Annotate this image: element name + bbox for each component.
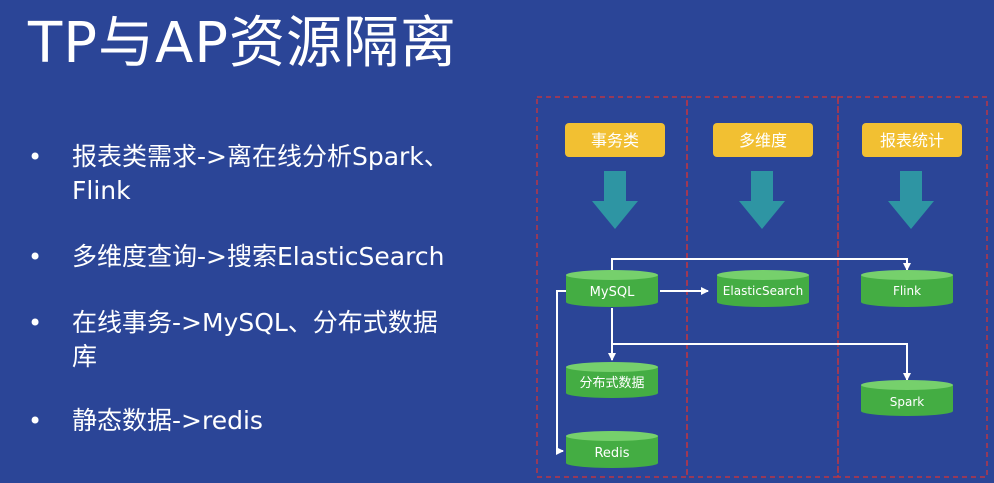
bullet-dot: • xyxy=(28,243,43,271)
down-arrow-icon xyxy=(888,171,934,229)
bullet-text: 多维度查询->搜索ElasticSearch xyxy=(72,240,498,274)
database-icon: Redis xyxy=(566,431,658,468)
node-flink: Flink xyxy=(893,284,921,298)
category-label: 报表统计 xyxy=(880,131,944,150)
node-elasticsearch: ElasticSearch xyxy=(723,284,803,298)
bullet-line: 在线事务->MySQL、分布式数据 xyxy=(72,308,438,337)
category-label: 事务类 xyxy=(591,131,639,150)
bullet-dot: • xyxy=(28,407,43,435)
bullet-line: 报表类需求->离在线分析Spark、 xyxy=(72,142,449,171)
bullet-text: 静态数据->redis xyxy=(72,404,498,438)
database-icon: 分布式数据 xyxy=(566,362,658,398)
bullet-text: 在线事务->MySQL、分布式数据 库 xyxy=(72,306,498,374)
bullet-item: • 在线事务->MySQL、分布式数据 库 xyxy=(28,306,498,374)
category-transaction: 事务类 xyxy=(565,123,665,157)
connector-mysql-flink xyxy=(611,258,911,274)
column-borders xyxy=(536,96,988,478)
down-arrow-icon xyxy=(739,171,785,229)
bullet-line: 库 xyxy=(72,342,98,371)
slide-title: TP与AP资源隔离 xyxy=(28,11,458,76)
column-box-report xyxy=(837,96,988,478)
connector-mysql-spark xyxy=(612,343,911,381)
bullet-line: 静态数据->redis xyxy=(72,406,263,435)
bullet-line: Flink xyxy=(72,176,131,205)
column-box-multidim xyxy=(686,96,839,478)
bullet-text: 报表类需求->离在线分析Spark、 Flink xyxy=(72,140,498,208)
bullet-item: • 多维度查询->搜索ElasticSearch xyxy=(28,240,498,274)
column-box-transaction xyxy=(536,96,688,478)
node-mysql: MySQL xyxy=(590,285,635,300)
bullet-item: • 静态数据->redis xyxy=(28,404,498,438)
database-icon: MySQL xyxy=(566,270,658,307)
node-spark: Spark xyxy=(890,395,925,409)
node-redis: Redis xyxy=(594,446,629,461)
category-label: 多维度 xyxy=(739,131,787,150)
connector-mysql-redis xyxy=(556,290,566,455)
bullet-item: • 报表类需求->离在线分析Spark、 Flink xyxy=(28,140,498,208)
connectors xyxy=(556,258,911,455)
database-icon: ElasticSearch xyxy=(717,270,809,307)
bullet-line: 多维度查询->搜索ElasticSearch xyxy=(72,242,445,271)
database-icon: Spark xyxy=(861,380,953,416)
node-distributed-db: 分布式数据 xyxy=(579,376,644,391)
bullet-dot: • xyxy=(28,309,43,337)
category-report: 报表统计 xyxy=(862,123,962,157)
bullet-dot: • xyxy=(28,143,43,171)
down-arrow-icon xyxy=(592,171,638,229)
database-icon: Flink xyxy=(861,270,953,307)
category-multidim: 多维度 xyxy=(713,123,813,157)
